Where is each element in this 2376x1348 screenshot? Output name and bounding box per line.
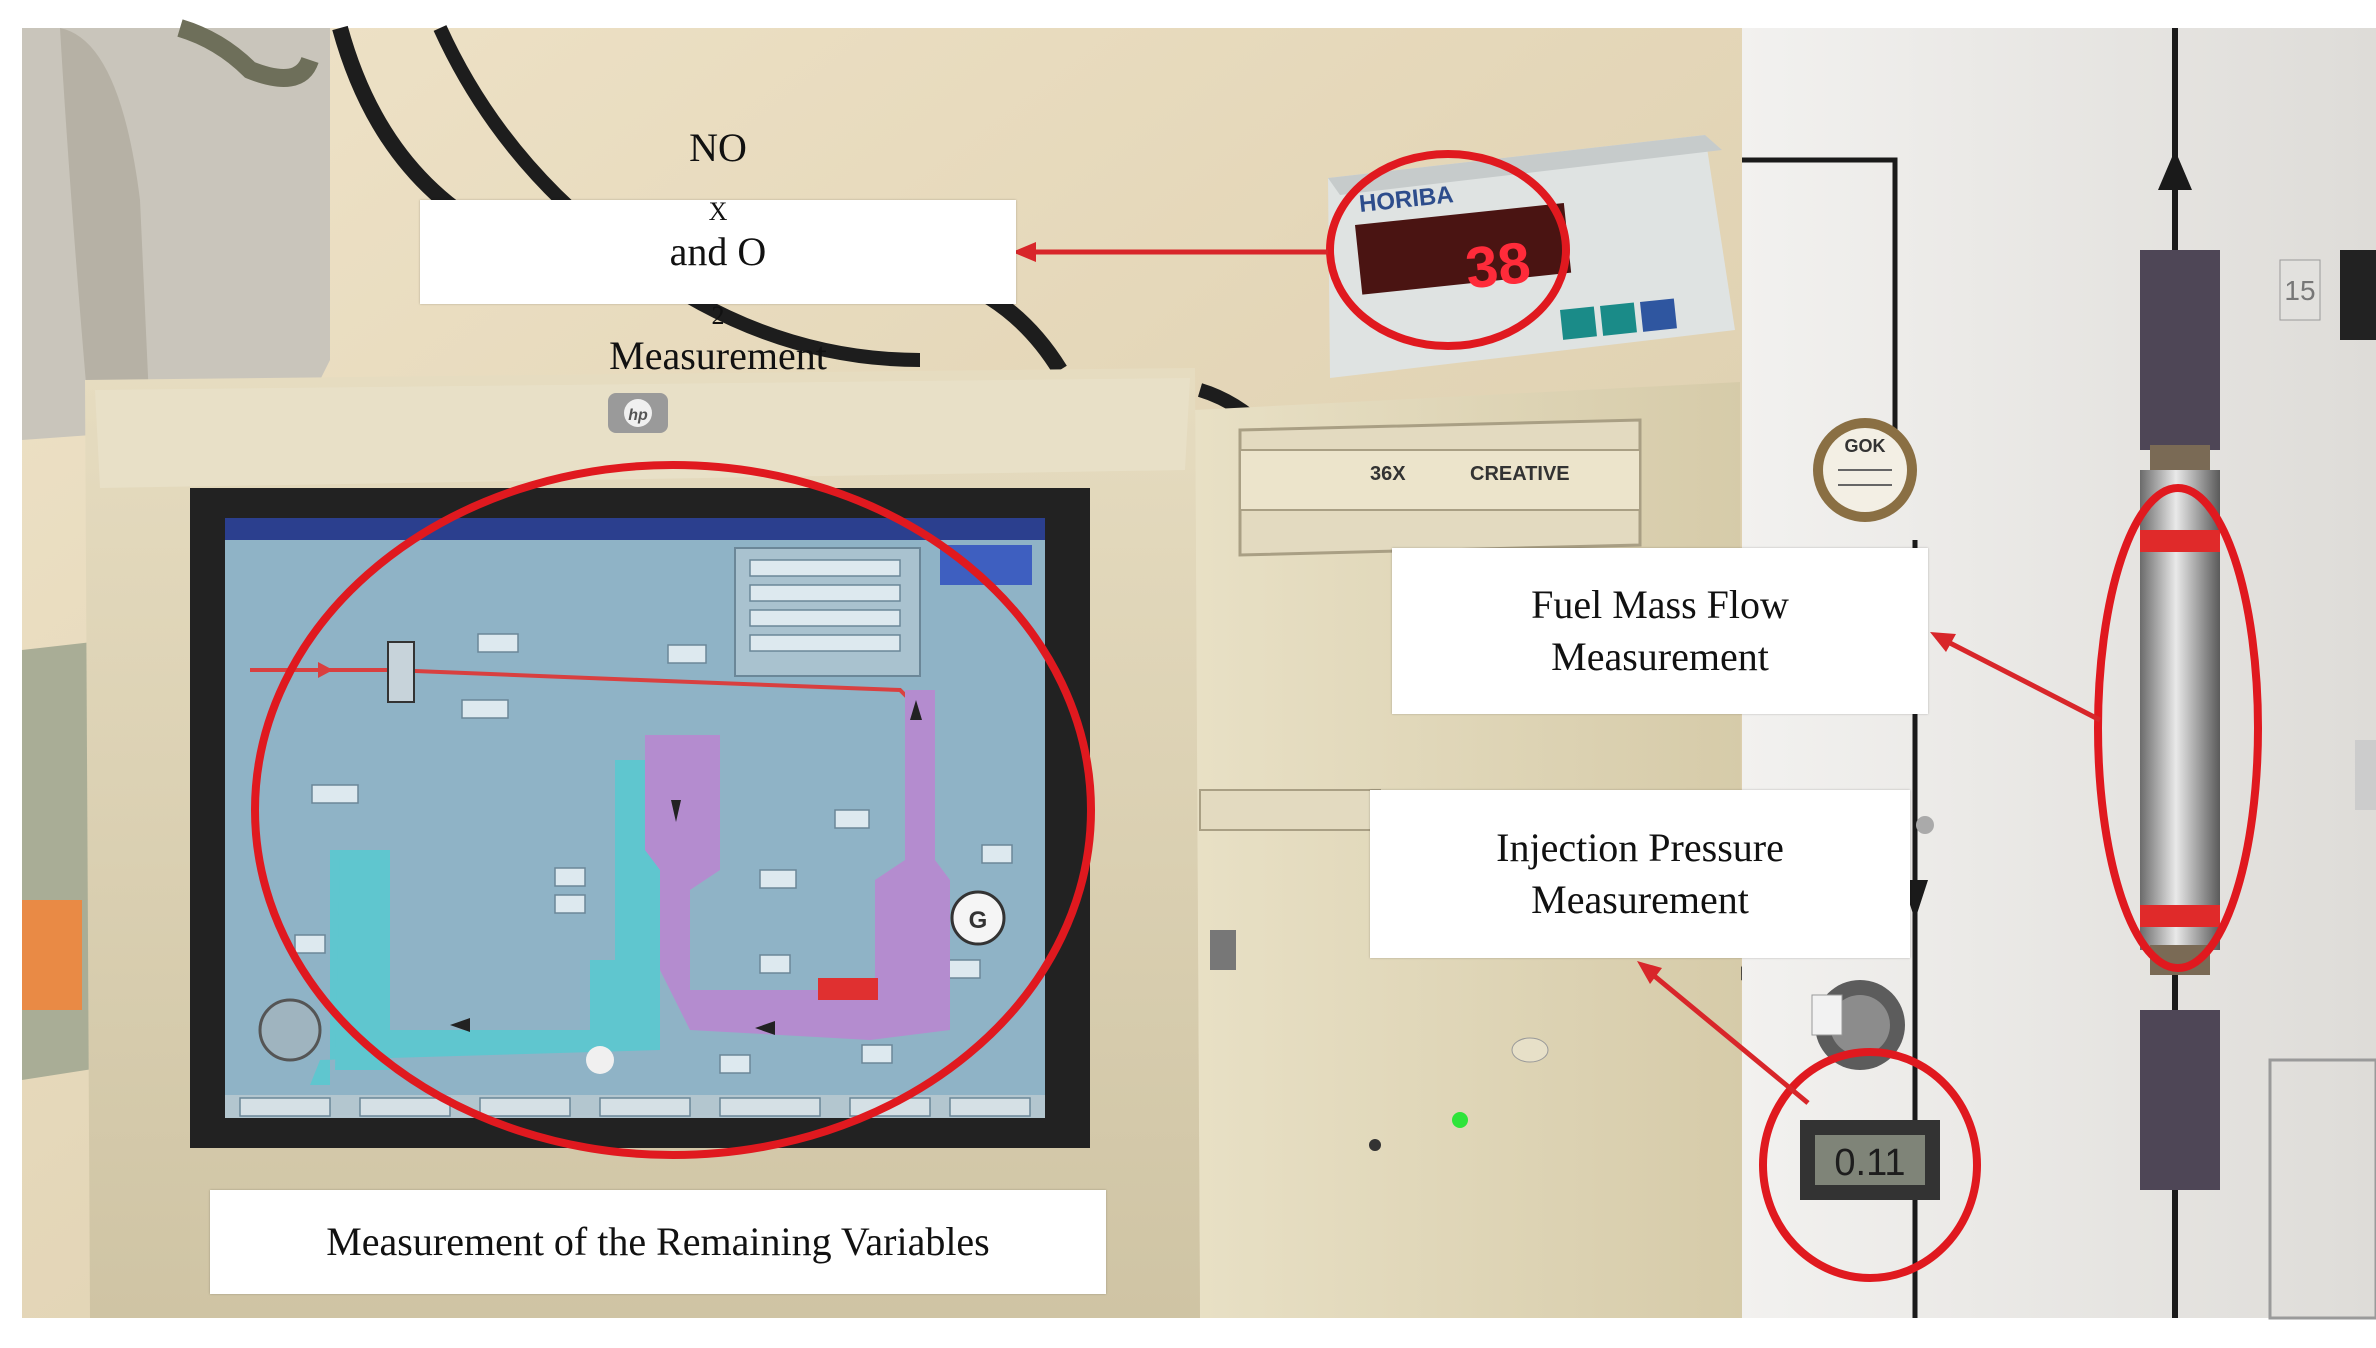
drive-brand: CREATIVE <box>1470 463 1570 485</box>
svg-text:G: G <box>969 907 988 934</box>
cd-drive <box>1239 449 1641 511</box>
label-injection-pressure: Injection Pressure Measurement <box>1370 790 1910 958</box>
arrow-fuel <box>1946 639 2102 723</box>
drive-speed: 36X <box>1370 463 1406 485</box>
fan-icon <box>258 998 322 1062</box>
hp-logo-icon: hp <box>608 393 668 433</box>
label-fuel-line1: Fuel Mass Flow <box>1531 582 1789 627</box>
rotameter-bottom-block <box>2140 1010 2220 1190</box>
highlight-screen <box>251 461 1095 1159</box>
combustor-vessel <box>645 690 950 1040</box>
highlight-gauge <box>1759 1048 1981 1282</box>
analyzer-display <box>1355 203 1572 295</box>
panel-number: 15 <box>2284 275 2315 306</box>
generator-icon <box>950 890 1006 946</box>
label-fuel-line2: Measurement <box>1551 634 1769 679</box>
pressure-gauge-readout: 0.11 <box>1834 1142 1905 1184</box>
rotameter-top-block <box>2140 250 2220 450</box>
highlight-rotameter <box>2094 484 2262 972</box>
power-led <box>1452 1112 1468 1128</box>
arrow-injection <box>1650 972 1810 1105</box>
label-fuel-mass-flow: Fuel Mass Flow Measurement <box>1392 548 1928 714</box>
label-injection-line1: Injection Pressure <box>1496 825 1784 870</box>
svg-text:GOK: GOK <box>1844 436 1885 456</box>
highlight-analyzer <box>1326 150 1570 350</box>
label-remaining-variables: Measurement of the Remaining Variables <box>210 1190 1106 1294</box>
label-injection-line2: Measurement <box>1531 877 1749 922</box>
analyzer-readout: 38 <box>1462 230 1533 301</box>
svg-text:hp: hp <box>628 407 648 424</box>
